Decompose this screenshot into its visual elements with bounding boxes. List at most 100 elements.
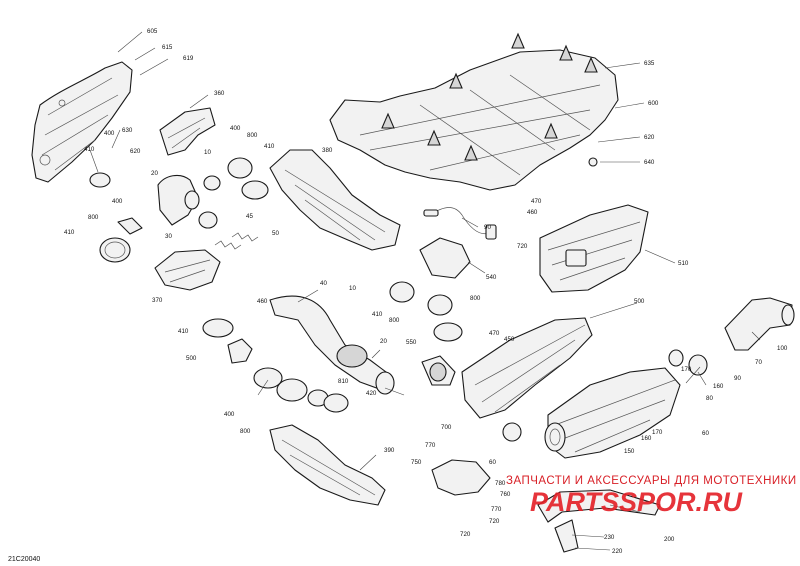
callout-200: 200	[664, 536, 675, 543]
heat-shield-390	[269, 424, 386, 506]
callout-160-a: 160	[713, 383, 724, 390]
callout-605: 605	[147, 28, 158, 35]
callout-410-a: 410	[84, 146, 95, 153]
callout-170-b: 170	[652, 429, 663, 436]
callout-470-a: 470	[531, 198, 542, 205]
skid-plate	[329, 32, 619, 191]
callout-450: 450	[504, 336, 515, 343]
exhaust-elbow-30	[157, 174, 200, 226]
callout-770-a: 770	[425, 442, 436, 449]
muffler-60	[544, 367, 681, 459]
callout-390: 390	[384, 447, 395, 454]
callout-160-b: 160	[641, 435, 652, 442]
clamp-60a	[502, 422, 522, 442]
clamp-400-b	[227, 157, 253, 179]
callout-600: 600	[648, 100, 659, 107]
callout-60-b: 60	[702, 430, 709, 437]
callout-820: 620	[130, 148, 141, 155]
callout-635: 635	[644, 60, 655, 67]
callout-780: 780	[495, 480, 506, 487]
watermark: ЗАПЧАСТИ И АКСЕССУАРЫ ДЛЯ МОТОТЕХНИКИ PA…	[506, 475, 797, 517]
callout-460-b: 460	[257, 298, 268, 305]
callout-360: 360	[214, 90, 225, 97]
callout-410-b: 410	[64, 229, 75, 236]
callout-510: 510	[678, 260, 689, 267]
callout-800-e: 800	[240, 428, 251, 435]
callout-410-d: 410	[178, 328, 189, 335]
callout-770-b: 770	[491, 506, 502, 513]
callout-80: 80	[706, 395, 713, 402]
heat-shield-540	[419, 237, 471, 279]
gasket-800	[198, 211, 218, 229]
muffler-510	[539, 204, 649, 293]
callout-90-a: 90	[484, 224, 491, 231]
callout-150: 150	[624, 448, 635, 455]
clamp-410-d	[202, 318, 234, 338]
gasket-80	[668, 349, 684, 367]
callout-labels: 605 615 619 360 400 630 410 620 20 400 8…	[64, 28, 788, 555]
callout-380: 380	[322, 147, 333, 154]
callout-550: 550	[406, 339, 417, 346]
callout-20-a: 20	[151, 170, 158, 177]
callout-810: 810	[338, 378, 349, 385]
bracket-200	[537, 489, 661, 523]
oxygen-sensor-cable	[423, 207, 497, 240]
sensor-750	[431, 459, 491, 496]
callout-370: 370	[152, 297, 163, 304]
gasket-500	[227, 338, 253, 364]
leader-lines	[89, 31, 761, 551]
callout-800-b: 800	[247, 132, 258, 139]
clamp-420	[323, 393, 349, 413]
callout-800-d: 800	[470, 295, 481, 302]
callout-60a: 60	[489, 459, 496, 466]
callout-460-a: 460	[527, 209, 538, 216]
callout-500-a: 500	[186, 355, 197, 362]
callout-220: 220	[612, 548, 623, 555]
callout-45: 45	[246, 213, 253, 220]
watermark-tagline: ЗАПЧАСТИ И АКСЕССУАРЫ ДЛЯ МОТОТЕХНИКИ	[506, 475, 797, 487]
heat-shield-500	[461, 317, 593, 419]
callout-40: 40	[320, 280, 327, 287]
callout-410-c: 410	[264, 143, 275, 150]
gasket-800-d	[427, 294, 453, 316]
heat-shield-360	[159, 107, 216, 156]
heat-shield-380	[269, 149, 401, 251]
callout-100: 100	[777, 345, 788, 352]
clamp-410-c	[241, 180, 269, 200]
callout-800-a: 800	[88, 214, 99, 221]
callout-230: 230	[604, 534, 615, 541]
callout-170-a: 170	[681, 366, 692, 373]
callout-615: 615	[162, 44, 173, 51]
callout-410-e: 410	[372, 311, 383, 318]
callout-10-a: 10	[204, 149, 211, 156]
callout-400-b: 400	[112, 198, 123, 205]
clamp-400-a	[117, 217, 143, 235]
callout-640: 640	[644, 159, 655, 166]
gasket-ring-10	[203, 175, 221, 191]
resonator-550	[421, 355, 456, 386]
callout-400-d: 400	[224, 411, 235, 418]
grommet-640	[588, 157, 598, 167]
flange-90	[688, 354, 708, 376]
spring-50	[231, 232, 259, 242]
callout-619: 619	[183, 55, 194, 62]
heat-shield-370	[154, 249, 221, 291]
bracket-230	[554, 519, 579, 553]
callout-70: 70	[755, 359, 762, 366]
callout-400-c: 400	[230, 125, 241, 132]
callout-30: 30	[165, 233, 172, 240]
heat-shield-left	[31, 61, 133, 183]
callout-760: 760	[500, 491, 511, 498]
clamp-800-e	[276, 378, 308, 402]
callout-500-b: 500	[634, 298, 645, 305]
callout-50: 50	[272, 230, 279, 237]
callout-420: 420	[366, 390, 377, 397]
callout-750: 750	[411, 459, 422, 466]
callout-730: 720	[460, 531, 471, 538]
clamp-410-a	[99, 237, 131, 263]
clamp-410-b	[89, 172, 111, 188]
callout-10-b: 10	[349, 285, 356, 292]
callout-830: 630	[122, 127, 133, 134]
callout-720-b: 720	[489, 518, 500, 525]
